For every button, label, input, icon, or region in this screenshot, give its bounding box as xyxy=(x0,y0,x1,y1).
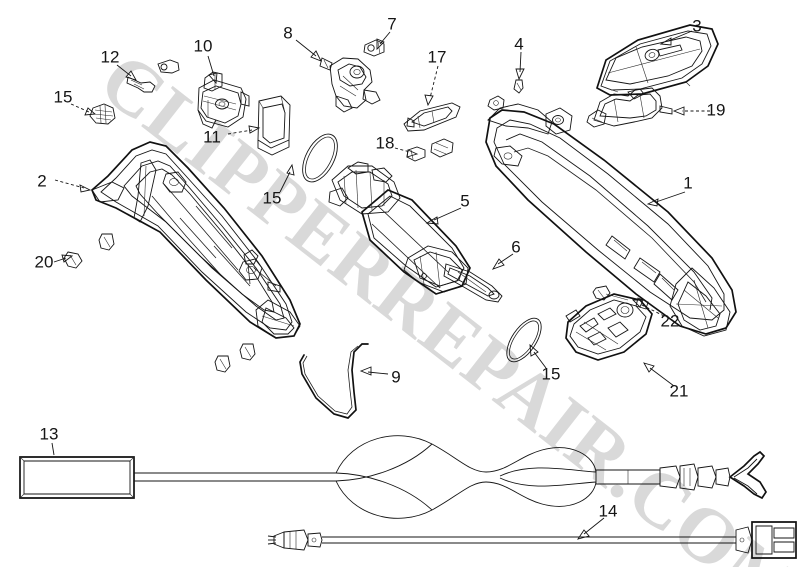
callout-number-pivot-clip: 7 xyxy=(387,14,396,33)
part-wire-harness xyxy=(586,87,673,128)
callout-number-contact-strip: 17 xyxy=(428,47,447,66)
part-o-ring-small xyxy=(89,103,116,125)
part-blade-guard-cover xyxy=(595,24,719,96)
part-rocker-assembly xyxy=(329,57,381,113)
part-screw-housing xyxy=(126,76,156,93)
callout-leaders xyxy=(51,30,710,540)
part-power-cord-box xyxy=(19,456,336,499)
part-switch-bracket xyxy=(197,71,250,129)
part-contact-block xyxy=(430,138,454,158)
callout-number-adapter-cord: 14 xyxy=(599,501,618,520)
part-pivot-clip xyxy=(363,39,385,57)
callout-number-wire-harness: 19 xyxy=(707,100,726,119)
part-contact-strip xyxy=(403,102,461,132)
part-cord-loop xyxy=(335,435,768,519)
callout-number-motor-assembly: 5 xyxy=(460,191,469,210)
watermark-text: CLIPPERREPAIR.COM xyxy=(85,35,800,567)
part-adapter-cord xyxy=(267,521,797,559)
callout-number-right-housing-shell: 1 xyxy=(683,173,692,192)
callout-number-screw-contact: 18 xyxy=(376,133,395,152)
callout-number-o-ring-lower: 15 xyxy=(542,364,561,383)
part-screw-small xyxy=(513,79,524,94)
part-right-housing-shell xyxy=(485,103,737,337)
part-left-housing-shell xyxy=(90,141,301,339)
callout-number-power-cord-box: 13 xyxy=(40,424,59,443)
callout-number-drive-lever: 6 xyxy=(511,237,520,256)
callout-number-circuit-board: 21 xyxy=(670,381,689,400)
part-motor-assembly xyxy=(328,161,503,303)
part-spring-wire xyxy=(299,343,369,419)
callout-number-spring-wire: 9 xyxy=(391,367,400,386)
callout-number-screw-small: 4 xyxy=(514,34,523,53)
part-contact-node xyxy=(487,95,505,111)
part-clip-small-upper xyxy=(157,59,180,74)
part-switch-button xyxy=(257,95,291,156)
callout-number-switch-button: 11 xyxy=(203,127,221,146)
part-screw-board xyxy=(592,285,629,301)
watermark: CLIPPERREPAIR.COM xyxy=(85,35,800,567)
part-o-ring-lower xyxy=(506,317,542,363)
callout-number-blade-guard-cover: 3 xyxy=(692,16,701,35)
callout-number-screw-base: 20 xyxy=(35,252,54,271)
callout-number-left-housing-shell: 2 xyxy=(37,171,46,190)
callout-number-screw-pivot: 8 xyxy=(283,23,292,42)
callout-number-o-ring-upper: 15 xyxy=(263,188,282,207)
callout-number-screw-board: 22 xyxy=(661,311,680,330)
callout-number-screw-housing: 12 xyxy=(101,47,120,66)
part-screw-loose-a xyxy=(98,233,115,251)
part-screw-loose-c xyxy=(239,343,256,361)
callout-number-o-ring-small: 15 xyxy=(54,87,73,106)
part-screw-loose-b xyxy=(214,355,231,373)
part-o-ring-upper xyxy=(302,133,338,183)
callout-number-switch-bracket: 10 xyxy=(194,36,213,55)
part-circuit-board xyxy=(565,293,653,361)
